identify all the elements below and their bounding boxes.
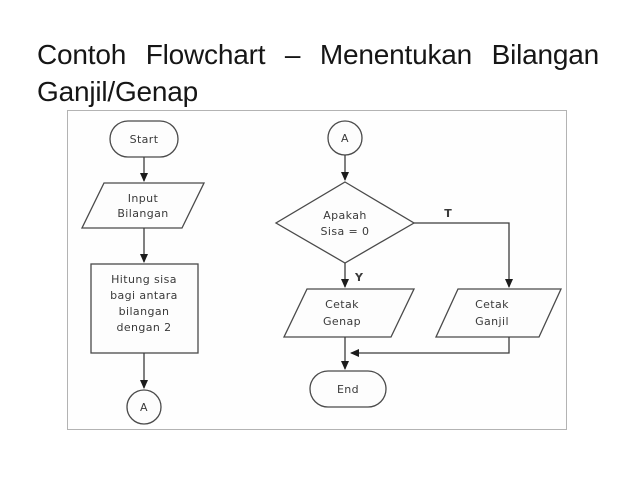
io-ganjil-line1: Cetak bbox=[475, 298, 509, 311]
terminator-start-label: Start bbox=[130, 133, 159, 146]
io-ganjil-line2: Ganjil bbox=[475, 315, 509, 328]
flowchart-canvas: Start Input Bilangan Hitung sisa bagi an… bbox=[80, 120, 563, 425]
branch-no-label: T bbox=[444, 207, 452, 220]
page-title-line1: Contoh Flowchart – Menentukan Bilangan bbox=[37, 39, 599, 70]
connector-no-branch bbox=[414, 222, 513, 288]
process-line4: dengan 2 bbox=[116, 321, 171, 334]
io-genap-line2: Genap bbox=[323, 315, 361, 328]
process-line2: bagi antara bbox=[110, 289, 178, 302]
connector-ganjil-to-junction bbox=[350, 337, 510, 357]
terminator-end-label: End bbox=[337, 383, 359, 396]
io-input-line1: Input bbox=[128, 192, 159, 205]
decision-line1: Apakah bbox=[323, 209, 367, 222]
connector-a-right-label: A bbox=[341, 132, 349, 145]
process-line1: Hitung sisa bbox=[111, 273, 177, 286]
io-cetak-ganjil bbox=[434, 288, 563, 338]
io-genap-line1: Cetak bbox=[325, 298, 359, 311]
branch-yes-label: Y bbox=[354, 271, 364, 284]
connector-a-left bbox=[126, 389, 162, 425]
page-title: Contoh Flowchart – Menentukan Bilangan G… bbox=[37, 36, 599, 110]
decision-line2: Sisa = 0 bbox=[321, 225, 370, 238]
terminator-end bbox=[309, 370, 387, 408]
page-title-line2: Ganjil/Genap bbox=[37, 76, 199, 107]
io-input-line2: Bilangan bbox=[117, 207, 168, 220]
io-cetak-genap bbox=[282, 288, 416, 338]
io-input-bilangan bbox=[80, 182, 206, 229]
decision-apakah-sisa bbox=[274, 181, 416, 264]
flowchart-figure: Start Input Bilangan Hitung sisa bagi an… bbox=[67, 110, 567, 430]
process-hitung-sisa bbox=[90, 263, 199, 354]
process-line3: bilangan bbox=[119, 305, 170, 318]
connector-a-left-label: A bbox=[140, 401, 148, 414]
